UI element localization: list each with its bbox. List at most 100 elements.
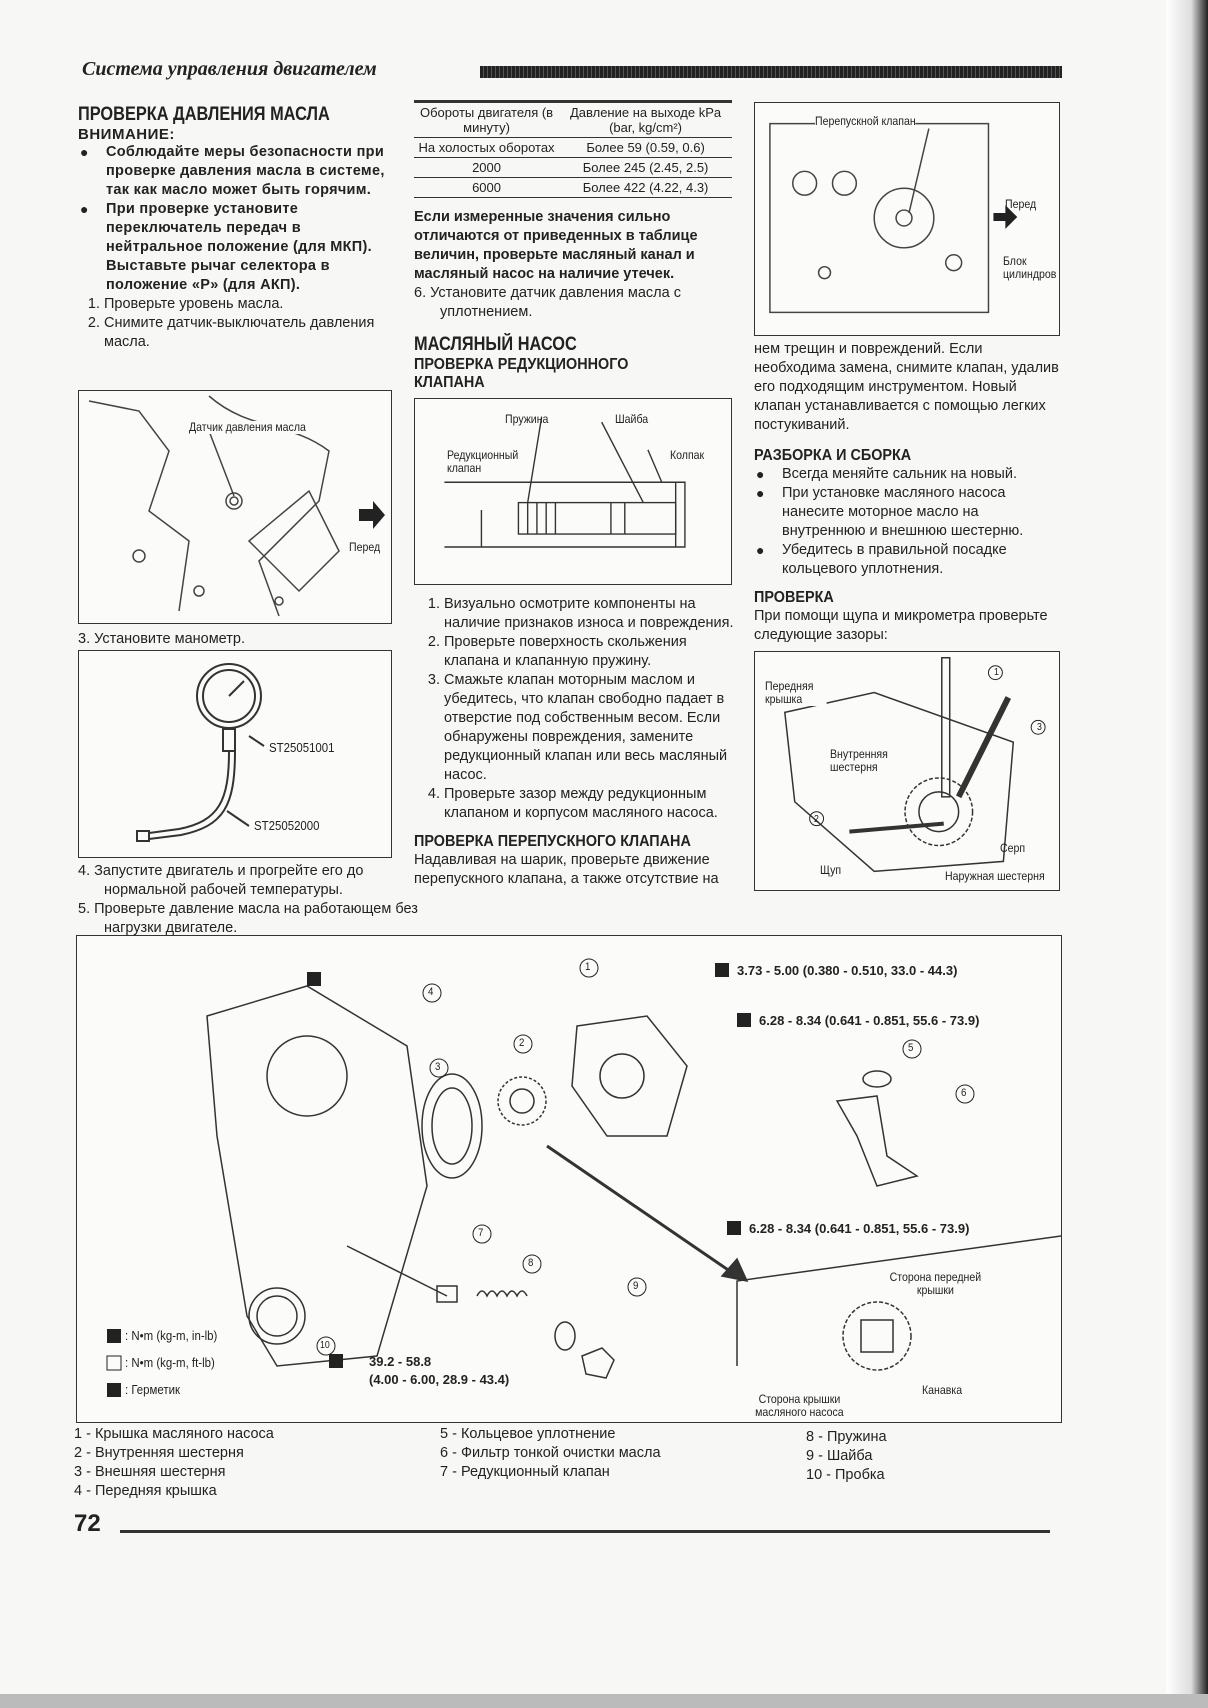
gauge-label: Щуп <box>820 863 842 877</box>
part-item: 6 - Фильтр тонкой очистки масла <box>440 1445 661 1461</box>
callout-1: 1 <box>994 667 999 678</box>
engine-drawing <box>88 395 385 617</box>
warning-item: Соблюдайте меры безопасности при проверк… <box>80 143 396 200</box>
bypass-label: Перепускной клапан <box>815 114 916 128</box>
parts-list-2: 5 - Кольцевое уплотнение 6 - Фильтр тонк… <box>440 1425 760 1482</box>
valve-drawing <box>444 417 686 548</box>
torque-spec: 6.28 - 8.34 (0.641 - 0.851, 55.6 - 73.9) <box>749 1221 970 1236</box>
outer-gear-label: Наружная шестерня <box>945 869 1045 883</box>
scan-edge-bottom <box>0 1694 1208 1708</box>
exploded-pump-diagram: 1 2 3 4 5 6 7 8 9 10 3.73 - 5.00 (0.380 … <box>76 935 1062 1423</box>
tool-number: ST25051001 <box>269 740 335 755</box>
part-item: 4 - Передняя крышка <box>74 1483 217 1499</box>
bullet: При установке масляного насоса нанесите … <box>756 484 1062 541</box>
part-item: 2 - Внутренняя шестерня <box>74 1445 244 1461</box>
parts-list-3: 8 - Пружина 9 - Шайба 10 - Пробка <box>806 1428 1026 1485</box>
gear-gauge-drawing <box>783 657 1046 873</box>
part-item: 9 - Шайба <box>806 1448 873 1464</box>
cell: Более 422 (4.22, 4.3) <box>559 177 732 198</box>
callout-3: 3 <box>1037 722 1042 733</box>
page-number: 72 <box>74 1510 101 1537</box>
paragraph: нем трещин и повреждений. Если необходим… <box>754 341 1059 433</box>
legend-item: : N•m (kg-m, in-lb) <box>125 1328 218 1343</box>
washer-label: Шайба <box>615 412 649 426</box>
callout-1: 1 <box>585 961 591 973</box>
sensor-label: Датчик давления масла <box>189 420 306 434</box>
sickle-label: Серп <box>1000 841 1026 855</box>
step: 4. Запустите двигатель и прогрейте его д… <box>78 863 364 898</box>
parts-list-1: 1 - Крышка масляного насоса 2 - Внутренн… <box>74 1425 394 1501</box>
paragraph: Надавливая на шарик, проверьте движение … <box>414 852 719 887</box>
step: Снимите датчик-выключатель давления масл… <box>104 314 396 352</box>
warning-label: ВНИМАНИЕ: <box>78 126 175 143</box>
inset-label: Канавка <box>922 1383 963 1397</box>
legend-item: : N•m (kg-m, ft-lb) <box>125 1355 215 1370</box>
relief-valve-figure: Пружина Шайба Редукционный клапан Колпак <box>414 398 732 585</box>
sensor-figure: Датчик давления масла Перед <box>78 390 392 624</box>
inset-label: Сторона передней крышки <box>889 1270 982 1297</box>
footer-rule <box>120 1530 1050 1533</box>
subsection-title: ПРОВЕРКА ПЕРЕПУСКНОГО КЛАПАНА <box>414 833 691 850</box>
callout-7: 7 <box>478 1227 484 1239</box>
part-item: 5 - Кольцевое уплотнение <box>440 1426 616 1442</box>
exploded-drawing <box>106 958 1062 1397</box>
inset-label: Сторона крышки масляного насоса <box>755 1392 844 1419</box>
subsection-title: РАЗБОРКА И СБОРКА <box>754 447 912 464</box>
step: 3. Установите манометр. <box>78 631 245 647</box>
callout-9: 9 <box>633 1280 639 1292</box>
section-title: ПРОВЕРКА ДАВЛЕНИЯ МАСЛА <box>78 104 330 125</box>
subsection-title: ПРОВЕРКА РЕДУКЦИОННОГО КЛАПАНА <box>414 356 629 391</box>
cell: Более 245 (2.45, 2.5) <box>559 157 732 178</box>
steps-4-5: 4. Запустите двигатель и прогрейте его д… <box>78 862 422 938</box>
step: 5. Проверьте давление масла на работающе… <box>78 901 418 936</box>
cell: 2000 <box>414 157 560 178</box>
front-label: Перед <box>349 540 381 554</box>
part-item: 8 - Пружина <box>806 1429 887 1445</box>
valve-steps: Визуально осмотрите компоненты на наличи… <box>414 595 734 823</box>
running-header: Система управления двигателем <box>82 58 383 81</box>
legend-item: : Герметик <box>125 1382 180 1397</box>
callout-10: 10 <box>320 1340 330 1351</box>
callout-5: 5 <box>908 1042 914 1054</box>
paragraph: При помощи щупа и микрометра проверьте с… <box>754 608 1048 643</box>
warning-item: При проверке установите переключатель пе… <box>80 200 396 295</box>
table-header: Обороты двигателя (в минуту) <box>414 100 560 138</box>
valve-label: Редукционный клапан <box>447 448 519 475</box>
torque-spec: 3.73 - 5.00 (0.380 - 0.510, 33.0 - 44.3) <box>737 963 958 978</box>
callout-3: 3 <box>435 1061 441 1073</box>
callout-8: 8 <box>528 1257 534 1269</box>
middle-column: Обороты двигателя (в минуту) Давление на… <box>414 100 734 889</box>
right-column: Перепускной клапан Перед Блок цилиндров … <box>754 102 1062 891</box>
pressure-gauge-drawing <box>136 663 265 842</box>
block-label: Блок цилиндров <box>1003 254 1057 281</box>
pressure-table: Обороты двигателя (в минуту) Давление на… <box>414 100 732 198</box>
part-item: 10 - Пробка <box>806 1467 885 1483</box>
cap-label: Колпак <box>670 448 705 462</box>
part-item: 7 - Редукционный клапан <box>440 1464 610 1480</box>
cell: На холостых оборотах <box>414 137 560 158</box>
note: Если измеренные значения сильно отличают… <box>414 209 698 282</box>
inner-gear-label: Внутренняя шестерня <box>830 748 896 774</box>
section-title: МАСЛЯНЫЙ НАСОС <box>414 334 577 355</box>
clearance-figure: 1 3 2 Передняя крышка Внутренняя шестерн… <box>754 651 1060 891</box>
left-column: ПРОВЕРКА ДАВЛЕНИЯ МАСЛА ВНИМАНИЕ: Соблюд… <box>78 104 396 352</box>
front-cover-label: Передняя крышка <box>765 680 827 706</box>
bypass-valve-figure: Перепускной клапан Перед Блок цилиндров <box>754 102 1060 336</box>
step: Проверьте уровень масла. <box>104 295 396 314</box>
callout-4: 4 <box>428 986 434 998</box>
step: Смажьте клапан моторным маслом и убедите… <box>444 671 734 785</box>
step: Визуально осмотрите компоненты на наличи… <box>444 595 734 633</box>
torque-spec: (4.00 - 6.00, 28.9 - 43.4) <box>369 1372 510 1387</box>
cylinder-block-drawing <box>769 122 1018 314</box>
bullet: Убедитесь в правильной посадке кольцевог… <box>756 541 1062 579</box>
bypass-section: ПРОВЕРКА ПЕРЕПУСКНОГО КЛАПАНА Надавливая… <box>414 833 732 889</box>
cell: 6000 <box>414 177 560 198</box>
callout-2: 2 <box>814 814 819 825</box>
bullet: Всегда меняйте сальник на новый. <box>756 465 1062 484</box>
torque-spec: 6.28 - 8.34 (0.641 - 0.851, 55.6 - 73.9) <box>759 1013 980 1028</box>
callout-2: 2 <box>519 1037 525 1049</box>
